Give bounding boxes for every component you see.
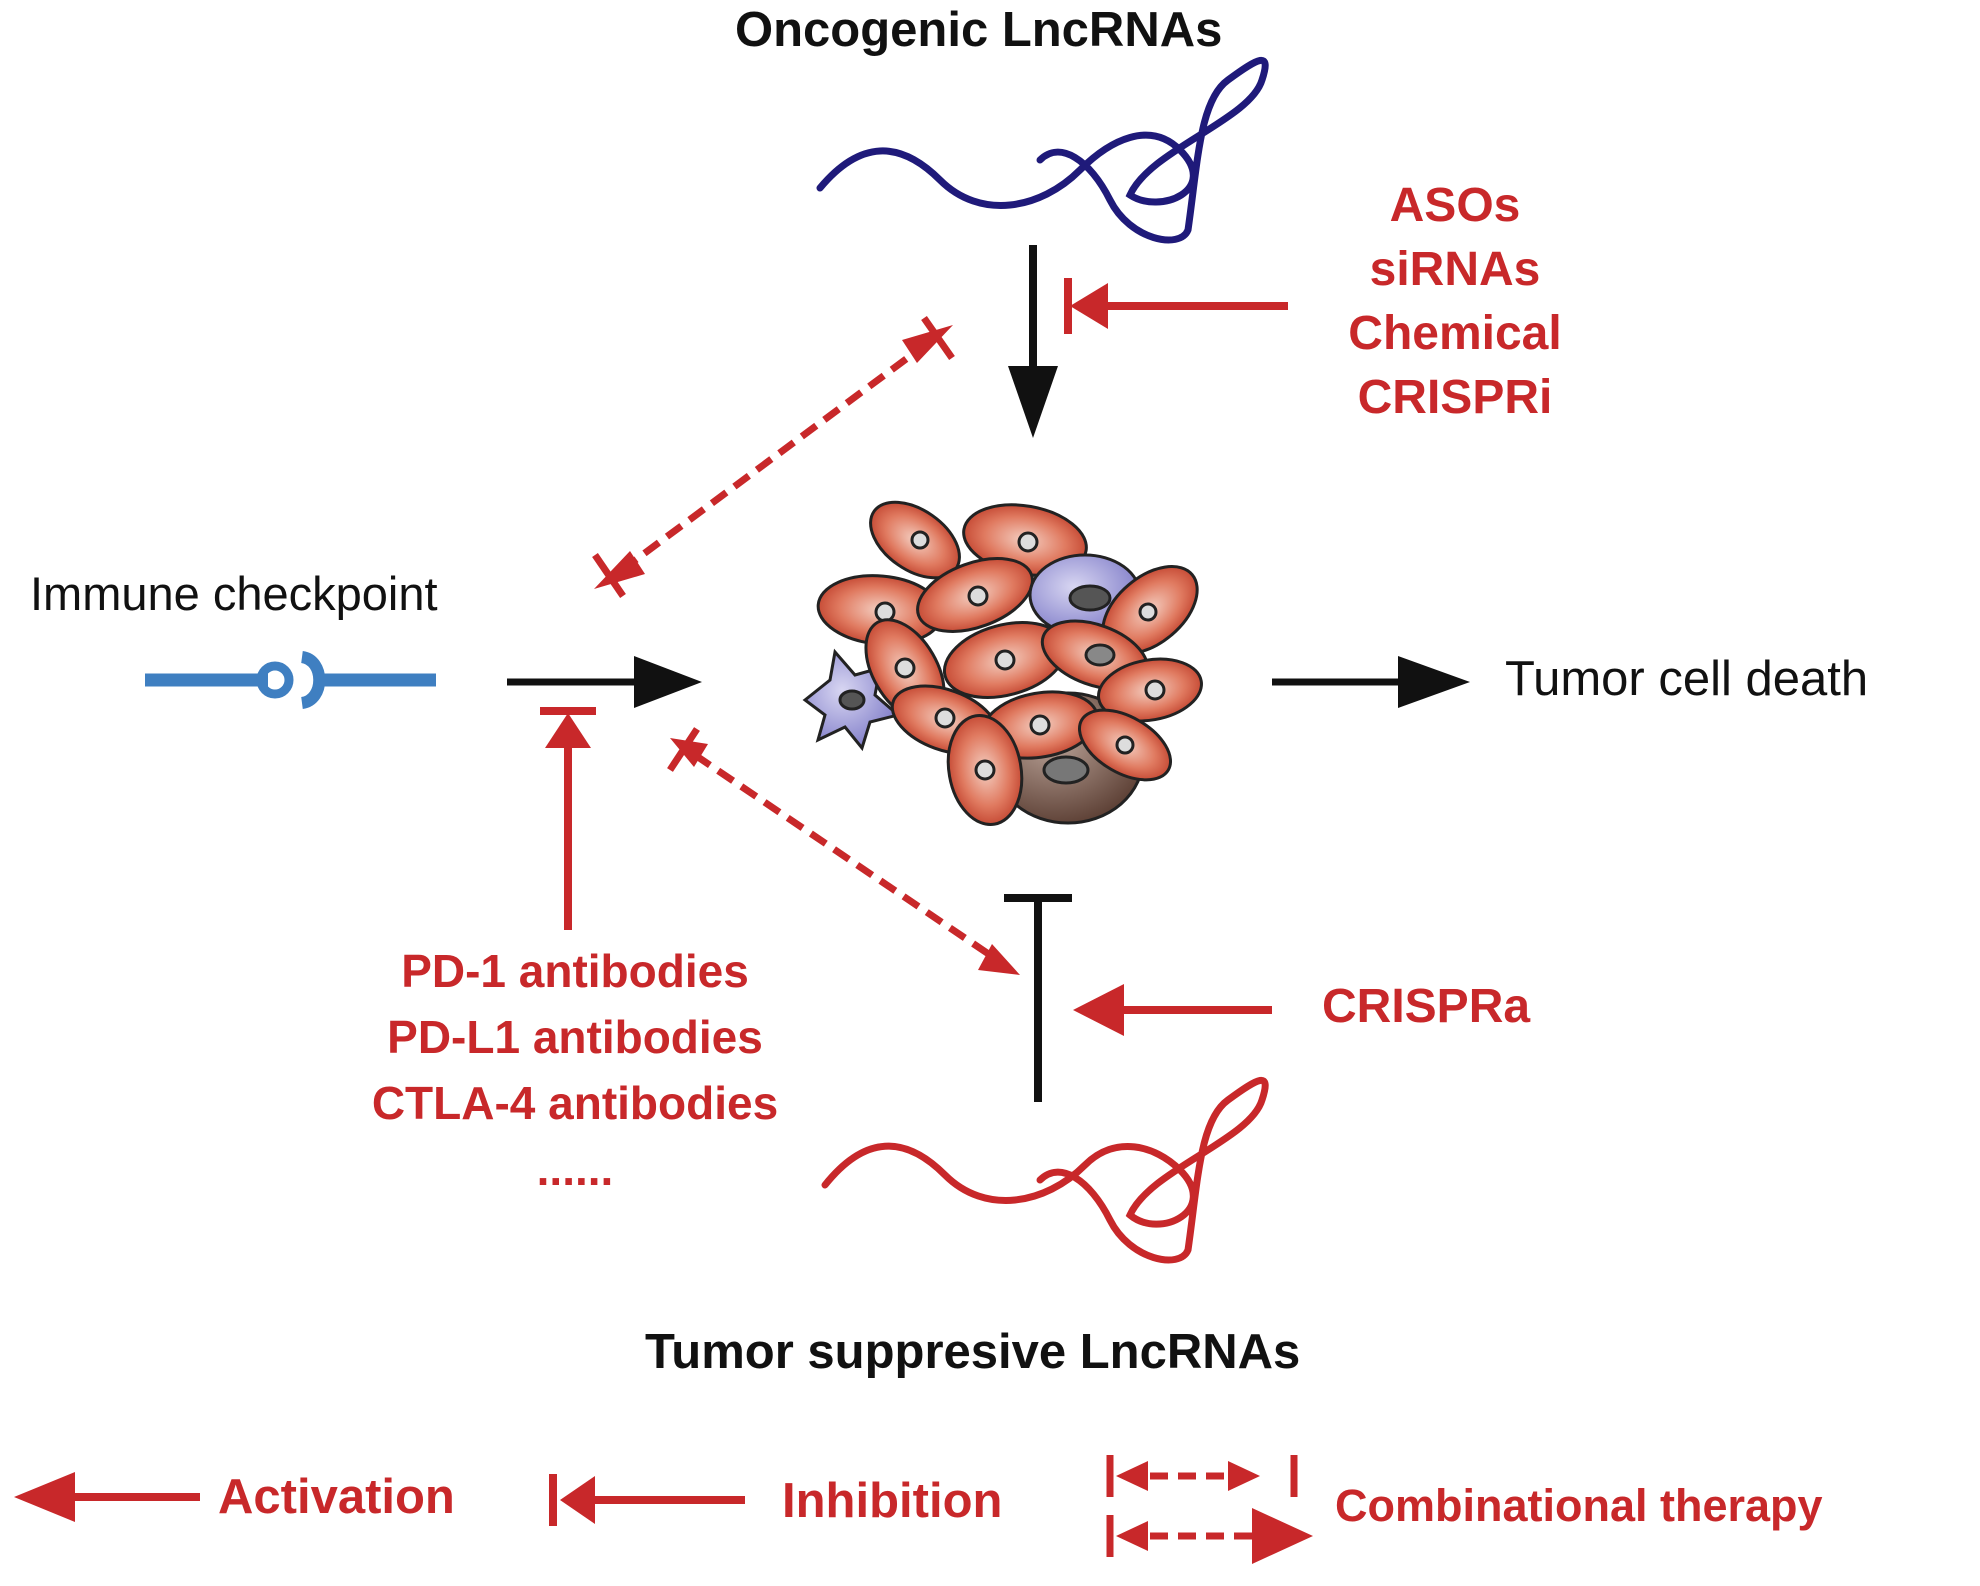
oncogenic-to-tumor-arrowhead	[1008, 366, 1058, 438]
immune-checkpoint-label: Immune checkpoint	[30, 567, 438, 620]
antibody-ctla4: CTLA-4 antibodies	[371, 1077, 779, 1129]
inhibitor-sirnas: siRNAs	[1369, 243, 1541, 296]
tumor-suppressive-lncrna-icon	[821, 1077, 1269, 1264]
legend-inhibition-label: Inhibition	[782, 1474, 1003, 1528]
crispra-activation-arrow	[1073, 984, 1272, 1036]
antibody-pd1: PD-1 antibodies	[401, 945, 749, 997]
inhibitor-crispri: CRISPRi	[1357, 371, 1553, 424]
legend-combinational-label: Combinational therapy	[1335, 1480, 1823, 1531]
antibody-pdl1: PD-L1 antibodies	[387, 1011, 763, 1063]
tumor-cell-death-label: Tumor cell death	[1505, 652, 1869, 706]
inhibitor-arrow-oncogenic	[1064, 278, 1288, 334]
tumor-cell-cluster-icon	[802, 500, 1203, 827]
checkpoint-antibodies-list: PD-1 antibodies PD-L1 antibodies CTLA-4 …	[290, 948, 860, 1212]
legend-combination-arrows	[1106, 1455, 1313, 1564]
oncogenic-inhibitors-list: ASOs siRNAs Chemical CRISPRi	[1320, 182, 1590, 438]
checkpoint-to-tumor-arrowhead	[634, 656, 702, 708]
inhibitor-arrow-checkpoint	[540, 707, 596, 930]
legend-activation-arrow	[14, 1472, 200, 1522]
crispra-label: CRISPRa	[1322, 980, 1531, 1033]
tumor-to-death-arrowhead	[1398, 656, 1470, 708]
inhibitor-asos: ASOs	[1389, 179, 1521, 232]
legend-activation-label: Activation	[218, 1470, 455, 1524]
tumor-suppressive-lncrnas-title: Tumor suppresive LncRNAs	[645, 1325, 1301, 1379]
combination-dashed-lower	[667, 727, 1020, 975]
combination-dashed-upper	[592, 315, 955, 598]
legend-inhibition-arrow	[549, 1474, 745, 1526]
antibody-ellipsis: ......	[536, 1143, 614, 1195]
checkpoint-receptor-icon	[145, 651, 436, 709]
oncogenic-lncrnas-title: Oncogenic LncRNAs	[735, 3, 1223, 57]
oncogenic-lncrna-icon	[816, 57, 1269, 244]
inhibitor-chemical: Chemical	[1348, 307, 1562, 360]
